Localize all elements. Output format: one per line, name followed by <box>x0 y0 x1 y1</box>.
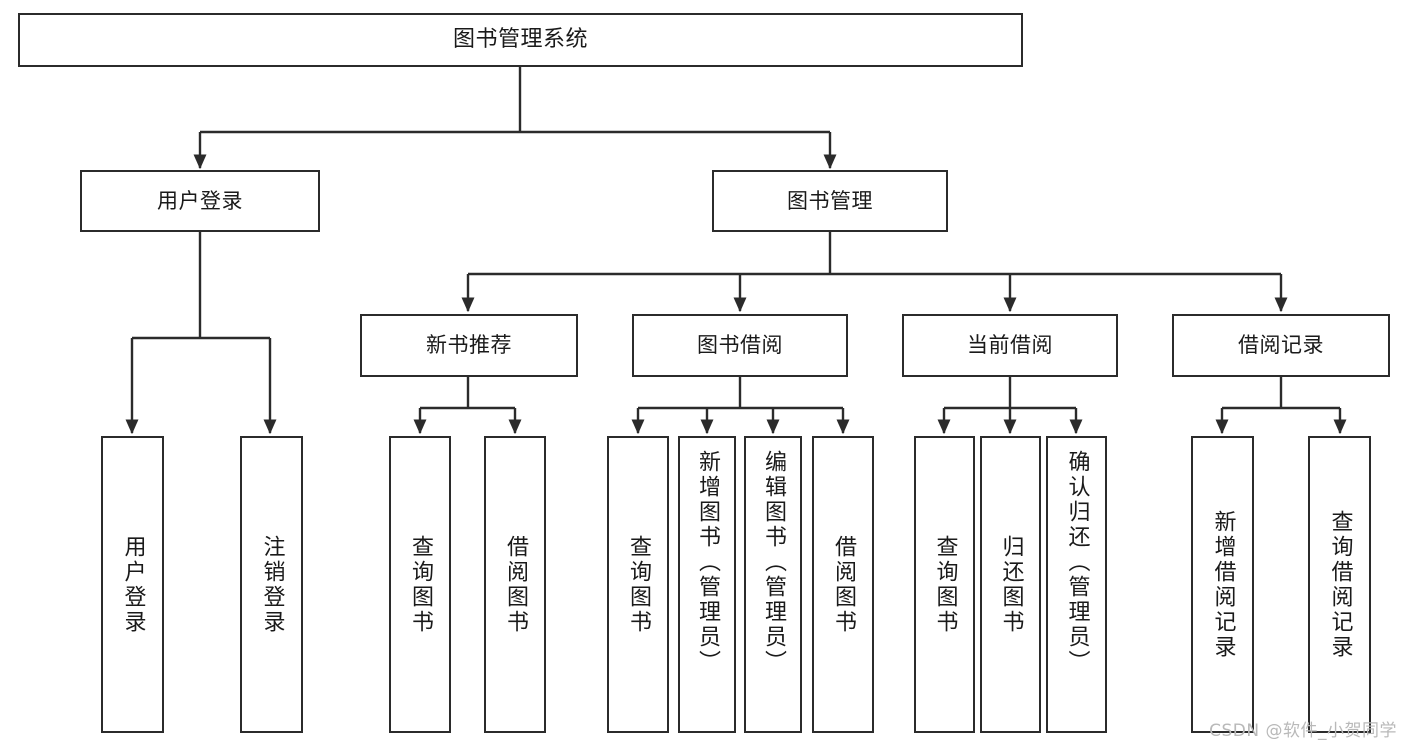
node-label: 新增图书（管理员） <box>695 450 720 675</box>
node-leaf-query-borrow-record[interactable]: 查询借阅记录 <box>1308 436 1371 733</box>
node-leaf-confirm-return-admin[interactable]: 确认归还（管理员） <box>1046 436 1107 733</box>
node-label: 注销登录 <box>259 534 285 635</box>
node-label: 新增借阅记录 <box>1210 509 1236 660</box>
node-label: 用户登录 <box>157 188 243 213</box>
node-new-book-recommend[interactable]: 新书推荐 <box>360 314 578 377</box>
node-leaf-edit-book-admin[interactable]: 编辑图书（管理员） <box>744 436 802 733</box>
node-leaf-query-book-borrow[interactable]: 查询图书 <box>607 436 669 733</box>
node-leaf-user-login[interactable]: 用户登录 <box>101 436 164 733</box>
node-label: 借阅记录 <box>1238 333 1324 358</box>
node-leaf-query-book-current[interactable]: 查询图书 <box>914 436 975 733</box>
node-book-management[interactable]: 图书管理 <box>712 170 948 232</box>
node-borrow-record[interactable]: 借阅记录 <box>1172 314 1390 377</box>
node-label: 图书借阅 <box>697 333 783 358</box>
node-label: 查询图书 <box>932 534 958 635</box>
node-label: 归还图书 <box>998 534 1024 635</box>
node-current-borrow[interactable]: 当前借阅 <box>902 314 1118 377</box>
node-label: 查询图书 <box>626 534 651 635</box>
node-label: 新书推荐 <box>426 333 512 358</box>
csdn-watermark: CSDN @软件_小贺同学 <box>1209 721 1397 741</box>
node-label: 借阅图书 <box>503 534 528 635</box>
node-label: 用户登录 <box>120 534 146 635</box>
node-book-borrow[interactable]: 图书借阅 <box>632 314 848 377</box>
node-root-system[interactable]: 图书管理系统 <box>18 13 1023 67</box>
node-label: 查询图书 <box>408 534 433 635</box>
node-user-login[interactable]: 用户登录 <box>80 170 320 232</box>
node-leaf-return-book[interactable]: 归还图书 <box>980 436 1041 733</box>
node-label: 图书管理系统 <box>452 27 588 53</box>
node-leaf-query-book-recommend[interactable]: 查询图书 <box>389 436 451 733</box>
node-leaf-borrow-book[interactable]: 借阅图书 <box>812 436 874 733</box>
node-label: 借阅图书 <box>831 534 856 635</box>
node-leaf-user-logout[interactable]: 注销登录 <box>240 436 303 733</box>
node-leaf-borrow-book-recommend[interactable]: 借阅图书 <box>484 436 546 733</box>
node-label: 查询借阅记录 <box>1327 509 1353 660</box>
node-label: 当前借阅 <box>967 333 1053 358</box>
node-leaf-add-borrow-record[interactable]: 新增借阅记录 <box>1191 436 1254 733</box>
node-label: 编辑图书（管理员） <box>761 450 786 675</box>
node-label: 图书管理 <box>787 188 873 213</box>
node-label: 确认归还（管理员） <box>1064 450 1090 675</box>
node-leaf-add-book-admin[interactable]: 新增图书（管理员） <box>678 436 736 733</box>
